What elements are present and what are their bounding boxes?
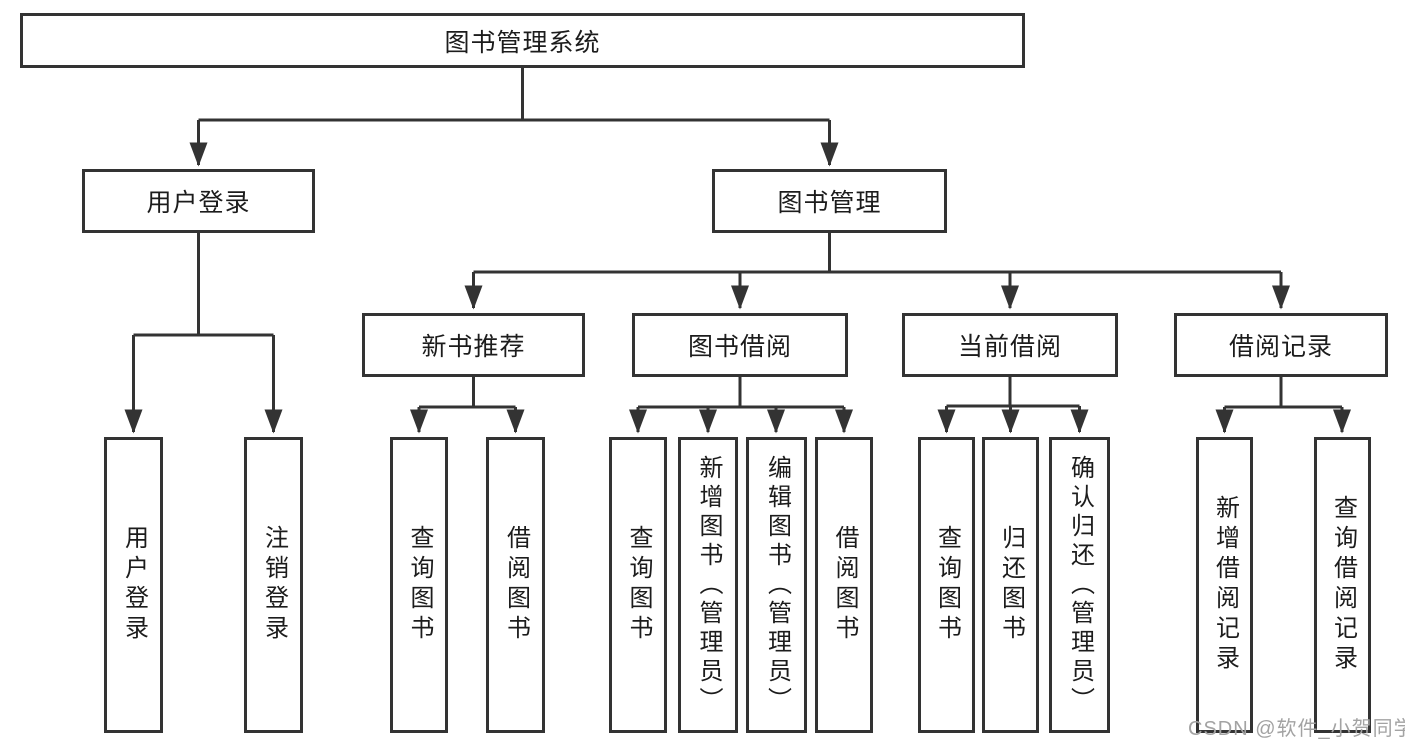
node-leaf-add-books-admin: 新增图书（管理员） (678, 437, 738, 733)
node-borrowing-records: 借阅记录 (1174, 313, 1388, 377)
node-label: 用户登录 (120, 525, 148, 645)
node-label: 借阅图书 (502, 525, 530, 645)
node-label: 查询图书 (406, 525, 433, 645)
node-label: 用户登录 (146, 189, 251, 217)
node-label: 查询借阅记录 (1329, 495, 1357, 675)
node-leaf-borrow-books-borrowing: 借阅图书 (815, 437, 873, 733)
node-label: 图书借阅 (687, 333, 792, 361)
node-leaf-query-books-current: 查询图书 (918, 437, 975, 733)
node-leaf-borrow-books-recommend: 借阅图书 (486, 437, 545, 733)
node-leaf-confirm-return-admin: 确认归还（管理员） (1049, 437, 1110, 733)
node-book-management: 图书管理 (712, 169, 947, 233)
csdn-watermark: CSDN @软件_小贺同学 (1188, 718, 1405, 740)
node-label: 借阅记录 (1228, 333, 1333, 361)
node-label: 查询图书 (625, 525, 652, 645)
node-root-library-management-system: 图书管理系统 (20, 13, 1025, 68)
node-leaf-logout: 注销登录 (244, 437, 303, 733)
node-leaf-add-borrow-record: 新增借阅记录 (1196, 437, 1253, 733)
node-label: 确认归还（管理员） (1066, 454, 1094, 716)
node-label: 新增图书（管理员） (695, 454, 722, 716)
node-label: 编辑图书（管理员） (763, 454, 791, 716)
node-leaf-user-login: 用户登录 (104, 437, 163, 733)
node-leaf-return-books: 归还图书 (982, 437, 1039, 733)
node-user-login: 用户登录 (82, 169, 315, 233)
node-leaf-edit-books-admin: 编辑图书（管理员） (746, 437, 807, 733)
node-current-borrowing: 当前借阅 (902, 313, 1118, 377)
node-new-book-recommend: 新书推荐 (362, 313, 585, 377)
node-leaf-query-books-recommend: 查询图书 (390, 437, 448, 733)
node-leaf-query-borrow-record: 查询借阅记录 (1314, 437, 1371, 733)
node-book-borrowing: 图书借阅 (632, 313, 848, 377)
node-leaf-query-books-borrowing: 查询图书 (609, 437, 667, 733)
node-label: 借阅图书 (831, 525, 858, 645)
node-label: 注销登录 (260, 525, 288, 645)
node-label: 查询图书 (933, 525, 961, 645)
node-label: 图书管理 (777, 189, 882, 217)
node-label: 新书推荐 (421, 333, 526, 361)
node-label: 图书管理系统 (444, 28, 601, 57)
node-label: 归还图书 (997, 525, 1025, 645)
node-label: 当前借阅 (957, 333, 1062, 361)
node-label: 新增借阅记录 (1211, 495, 1239, 675)
